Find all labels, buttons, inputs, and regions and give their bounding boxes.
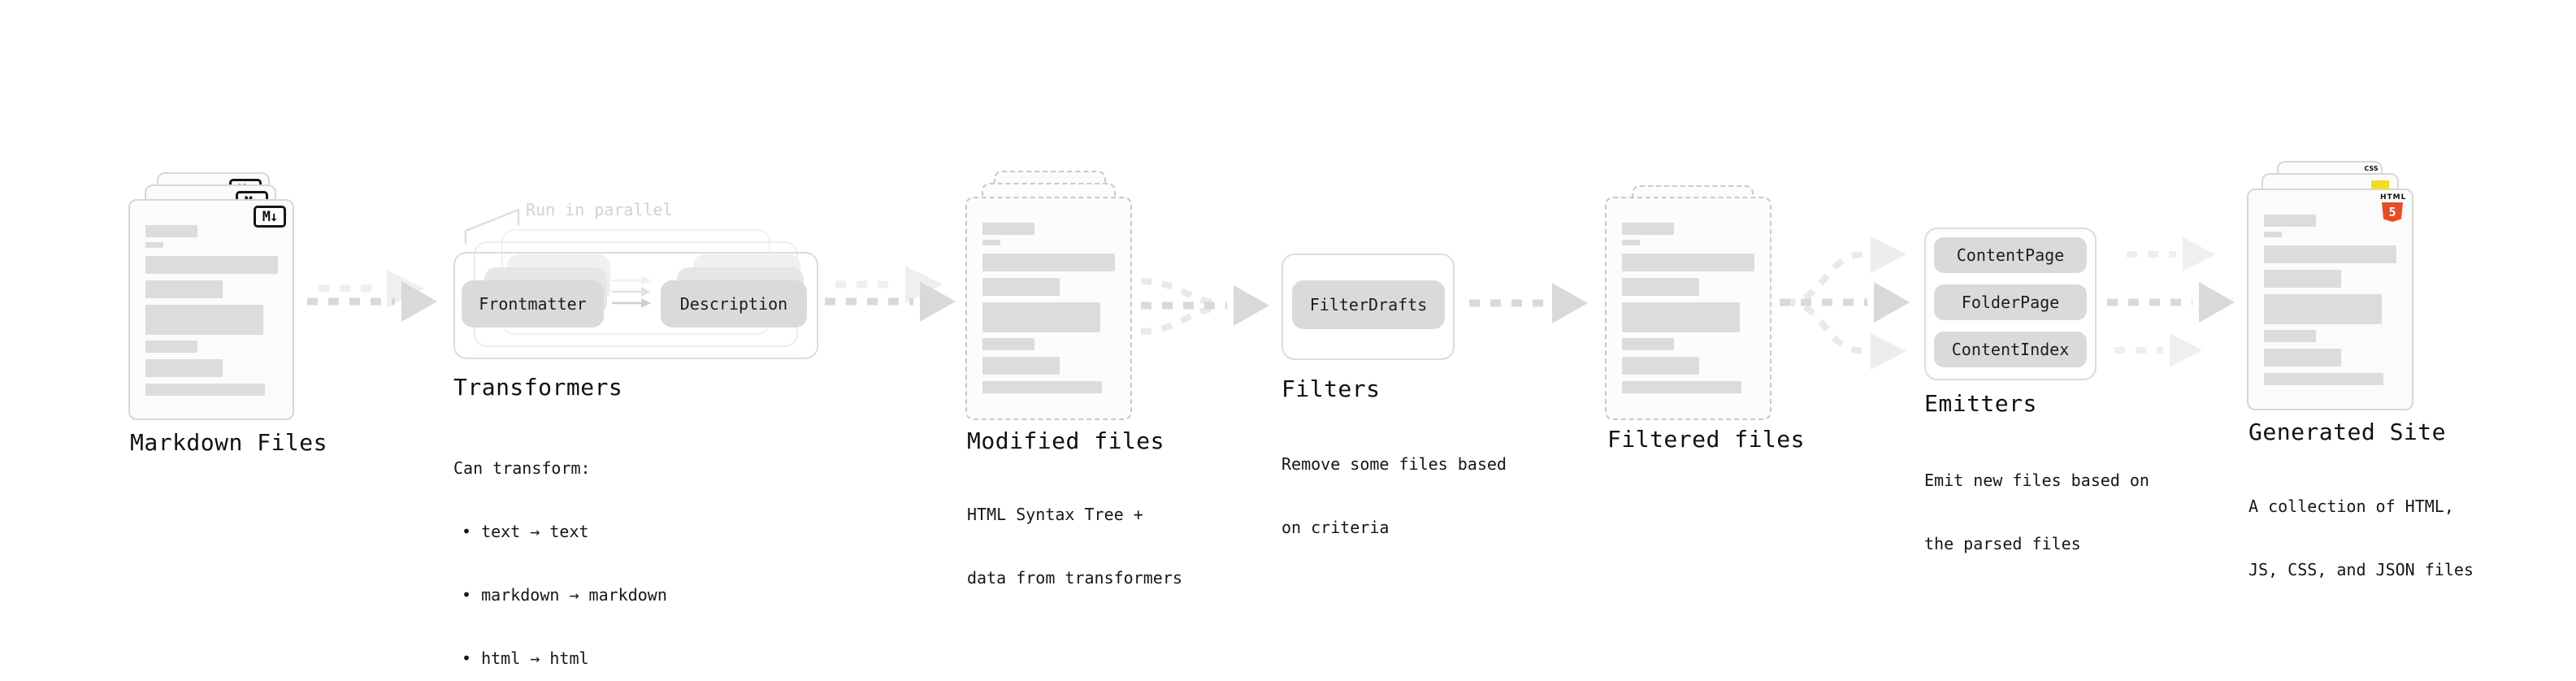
- html5-icon-word: HTML: [2380, 193, 2407, 202]
- skeleton-text-line: [2264, 349, 2341, 367]
- note-line: HTML Syntax Tree +: [967, 505, 1143, 524]
- css-icon-label: CSS: [2364, 165, 2379, 172]
- skeleton-text-line: [982, 381, 1102, 393]
- skeleton-text-line: [145, 359, 223, 377]
- skeleton-text-line: [2264, 330, 2316, 342]
- note-line: on criteria: [1281, 518, 1390, 537]
- generated-file-card-front: HTML 5: [2247, 189, 2413, 410]
- flow-arrow-emitters-to-generated-middle: [2107, 282, 2235, 323]
- skeleton-text-line: [1622, 240, 1640, 245]
- filter-pill-filterdrafts: FilterDrafts: [1292, 280, 1445, 329]
- flow-arrow-markdown-to-transformers: [307, 281, 437, 322]
- stage-label-filtered-files: Filtered files: [1607, 426, 1806, 453]
- note-line: the parsed files: [1924, 534, 2081, 553]
- skeleton-text-line: [145, 305, 263, 335]
- skeleton-text-line: [1622, 302, 1740, 332]
- skeleton-text-line: [2264, 215, 2316, 227]
- skeleton-text-line: [982, 223, 1034, 235]
- skeleton-text-line: [982, 240, 1000, 245]
- stage-label-filters: Filters: [1281, 375, 1381, 402]
- skeleton-text-line: [2264, 294, 2382, 324]
- note-line: A collection of HTML,: [2249, 497, 2454, 516]
- skeleton-text-line: [2264, 245, 2396, 263]
- skeleton-text-line: [1622, 278, 1699, 296]
- note-line: Remove some files based: [1281, 454, 1507, 474]
- note-line: • markdown → markdown: [462, 585, 667, 605]
- skeleton-text-line: [145, 340, 197, 353]
- stage-label-generated-site: Generated Site: [2249, 419, 2447, 445]
- skeleton-text-line: [2264, 373, 2383, 385]
- note-line: Emit new files based on: [1924, 471, 2149, 490]
- skeleton-text-line: [1622, 357, 1699, 375]
- skeleton-text-line: [982, 302, 1100, 332]
- note-line: Can transform:: [453, 458, 591, 478]
- filtered-file-card-front: [1605, 197, 1772, 420]
- flow-arrow-filtered-to-emitters: [1780, 236, 1910, 370]
- markdown-icon: M↓: [254, 206, 286, 228]
- skeleton-text-line: [982, 338, 1034, 350]
- modified-file-card-front: [965, 197, 1132, 420]
- skeleton-text-line: [1622, 381, 1741, 393]
- flow-arrow-transformers-to-modified: [825, 281, 956, 322]
- modified-files-note: HTML Syntax Tree + data from transformer…: [967, 462, 1182, 631]
- skeleton-text-line: [982, 278, 1060, 296]
- flow-arrow-filters-to-filtered: [1469, 283, 1588, 323]
- skeleton-text-line: [145, 256, 278, 274]
- transformer-pill-frontmatter: Frontmatter: [462, 280, 604, 327]
- emitter-pill-folderpage: FolderPage: [1934, 284, 2087, 320]
- transformer-pill-description: Description: [661, 280, 807, 327]
- note-line: data from transformers: [967, 568, 1182, 588]
- flow-arrow-emitters-to-generated-top: [2127, 237, 2215, 271]
- skeleton-text-line: [145, 384, 265, 396]
- skeleton-text-line: [2264, 270, 2341, 288]
- stage-label-markdown-files: Markdown Files: [130, 429, 328, 456]
- skeleton-text-line: [1622, 338, 1674, 350]
- skeleton-text-line: [145, 225, 197, 237]
- stage-label-modified-files: Modified files: [967, 427, 1165, 454]
- markdown-file-card-front: M↓: [128, 199, 294, 420]
- emitter-pill-contentindex: ContentIndex: [1934, 332, 2087, 367]
- skeleton-text-line: [1622, 223, 1674, 235]
- filters-note: Remove some files based on criteria: [1281, 411, 1507, 580]
- flow-arrow-transformers-to-modified-ghost: [835, 266, 943, 303]
- stage-label-emitters: Emitters: [1924, 390, 2037, 417]
- html5-icon-shield: 5: [2382, 202, 2403, 222]
- note-line: • text → text: [462, 522, 589, 541]
- html5-icon: HTML 5: [2380, 194, 2405, 222]
- note-line: • html → html: [462, 648, 589, 668]
- flow-arrow-markdown-to-transformers-ghost: [319, 270, 424, 307]
- skeleton-text-line: [145, 242, 163, 248]
- emitters-note: Emit new files based on the parsed files: [1924, 427, 2149, 596]
- skeleton-text-line: [2264, 232, 2282, 237]
- skeleton-text-line: [1622, 254, 1754, 271]
- run-in-parallel-callout: Run in parallel: [526, 200, 673, 219]
- transformers-note: Can transform: • text → text • markdown …: [453, 415, 667, 681]
- skeleton-text-line: [982, 357, 1060, 375]
- flow-arrow-emitters-to-generated-bottom: [2114, 333, 2202, 367]
- flow-arrow-modified-to-filters: [1140, 278, 1269, 335]
- stage-label-transformers: Transformers: [453, 374, 623, 401]
- skeleton-text-line: [145, 280, 223, 298]
- generated-site-note: A collection of HTML, JS, CSS, and JSON …: [2249, 453, 2474, 622]
- transformer-box: [453, 252, 818, 359]
- emitter-pill-contentpage: ContentPage: [1934, 237, 2087, 273]
- note-line: JS, CSS, and JSON files: [2249, 560, 2474, 579]
- skeleton-text-line: [982, 254, 1115, 271]
